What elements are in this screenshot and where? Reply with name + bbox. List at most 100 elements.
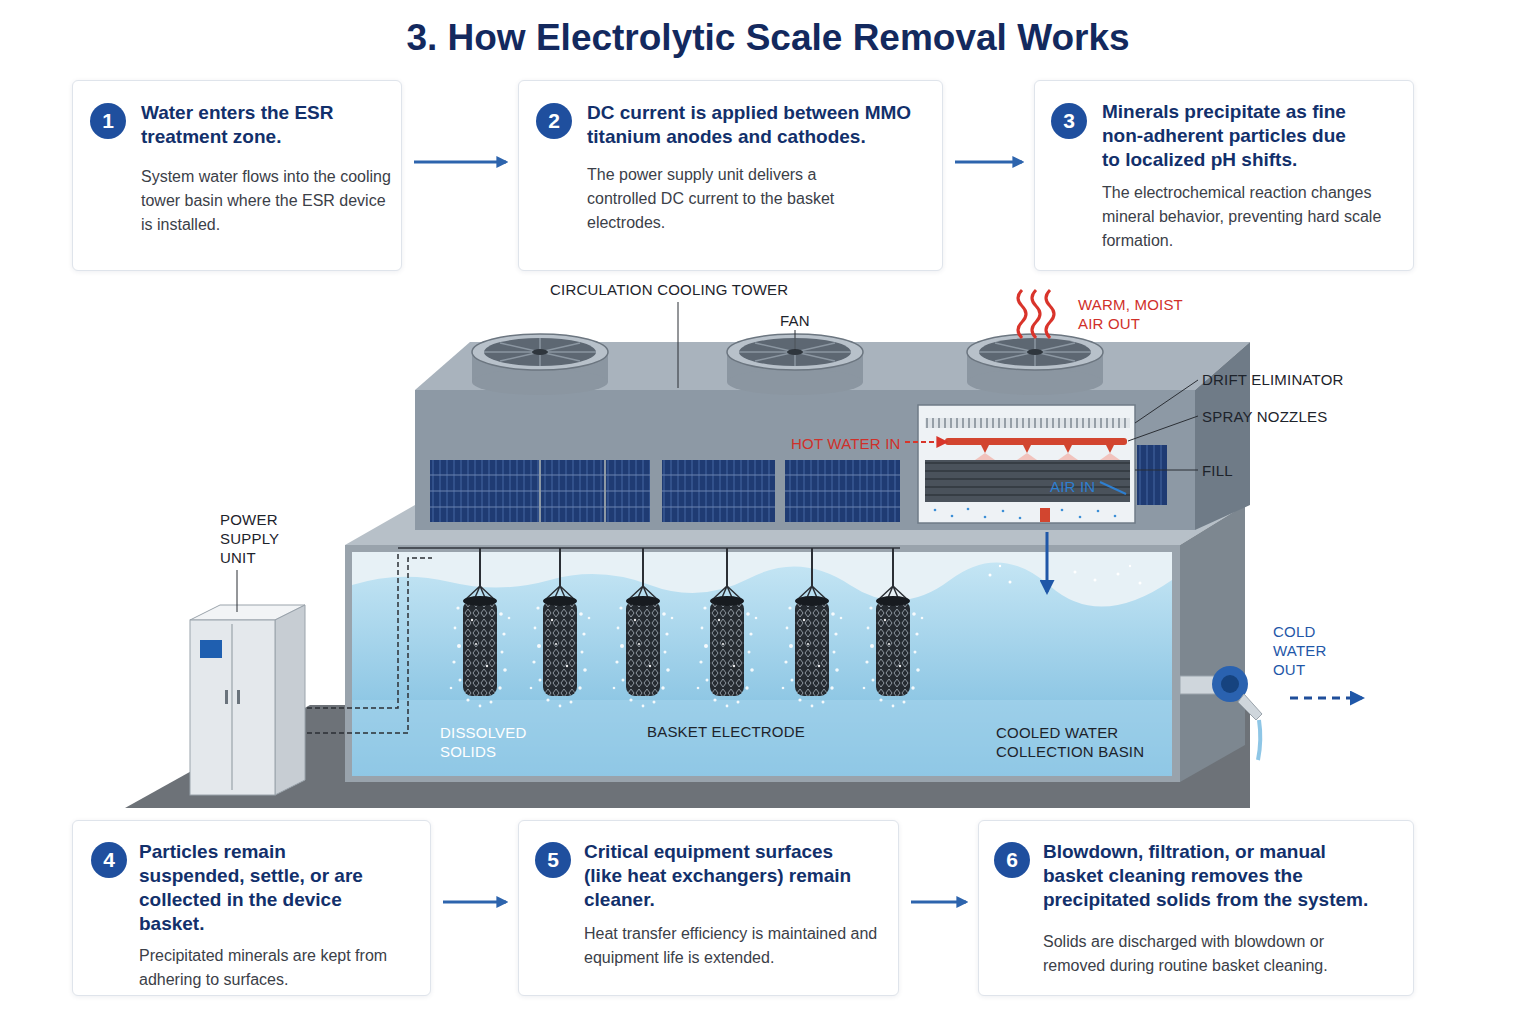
step-card: Blowdown, filtration, or manual basket c… (978, 820, 1414, 996)
fan-shroud (472, 369, 608, 395)
flow-arrow (911, 901, 966, 904)
part-label: CIRCULATION COOLING TOWER (550, 280, 788, 299)
cabinet-front (190, 620, 275, 795)
part-label: FAN (780, 311, 810, 330)
fan-hub (532, 349, 548, 355)
step-number: 2 (548, 109, 560, 133)
fan-hub (1027, 349, 1043, 355)
fan-blades (979, 338, 1091, 366)
outlet-spout (1238, 694, 1262, 720)
air-in-arrow (1100, 482, 1126, 494)
step-body: The electrochemical reaction changes min… (1102, 181, 1405, 253)
part-label: HOT WATER IN (791, 434, 901, 453)
callout-number: 2 (536, 103, 572, 139)
cabinet-handle (237, 690, 240, 704)
cabinet-screen (200, 640, 222, 658)
cold-water-arrow (1290, 697, 1362, 700)
tower-side (1195, 342, 1250, 530)
part-label: DISSOLVED SOLIDS (440, 723, 540, 761)
callout-number: 3 (1051, 103, 1087, 139)
step-heading: DC current is applied between MMO titani… (587, 101, 933, 149)
fan-grille (484, 338, 596, 366)
fan-shroud (727, 369, 863, 395)
basin-side (1180, 505, 1245, 782)
tower-front (415, 390, 1195, 530)
step-heading: Particles remain suspended, settle, or a… (139, 840, 394, 936)
step-body: System water flows into the cooling towe… (141, 165, 391, 237)
basket-electrode (863, 548, 924, 707)
step-card: Minerals precipitate as fine non-adheren… (1034, 80, 1414, 271)
basket-electrode (613, 548, 674, 707)
step-heading: Minerals precipitate as fine non-adheren… (1102, 100, 1367, 172)
fan-grille (979, 338, 1091, 366)
part-label: WARM, MOIST AIR OUT (1078, 295, 1200, 333)
leader-line (1135, 380, 1198, 423)
fan-rim (967, 334, 1103, 370)
splash-dots (989, 565, 1142, 585)
callout-number: 4 (91, 842, 127, 878)
flow-arrow (955, 161, 1022, 164)
cabinet-handle (225, 690, 228, 704)
step-card: Particles remain suspended, settle, or a… (72, 820, 431, 996)
pump-impeller (1221, 675, 1239, 693)
step-number: 4 (103, 848, 115, 872)
fan-blades (484, 338, 596, 366)
leader-line (237, 570, 238, 612)
outlet-stream (1258, 720, 1260, 760)
step-body: Solids are discharged with blowdown or r… (1043, 930, 1373, 978)
fan-stack (472, 334, 1103, 395)
diagram-title: 3. How Electrolytic Scale Removal Works (0, 15, 1536, 61)
part-label: FILL (1202, 461, 1233, 480)
warm-air-wave (1046, 290, 1054, 338)
cabinet-door-split (231, 624, 232, 790)
fill-media (925, 460, 1130, 502)
louver-rails (430, 475, 900, 507)
callout-number: 6 (994, 842, 1030, 878)
step-heading: Critical equipment surfaces (like heat e… (584, 840, 864, 912)
step-card: Critical equipment surfaces (like heat e… (518, 820, 899, 996)
flow-arrow (443, 901, 506, 904)
basket-electrode (782, 548, 843, 707)
step-heading: Blowdown, filtration, or manual basket c… (1043, 840, 1378, 912)
hot-water-pipe (945, 438, 1127, 445)
basket-electrode (530, 548, 591, 707)
leader-line (795, 330, 796, 350)
basin-frame (345, 545, 1180, 782)
step-card: DC current is applied between MMO titani… (518, 80, 943, 271)
step-number: 3 (1063, 109, 1075, 133)
drain-marker (1040, 508, 1050, 522)
step-heading: Water enters the ESR treatment zone. (141, 101, 336, 149)
water-fall-arrow (1046, 532, 1049, 592)
fan-shroud (967, 369, 1103, 395)
leader-line (678, 302, 679, 388)
step-number: 1 (102, 109, 114, 133)
step-body: Precipitated minerals are kept from adhe… (139, 944, 424, 992)
tower-cutaway (918, 405, 1135, 523)
step-body: Heat transfer efficiency is maintained a… (584, 922, 884, 970)
drift-eliminator (925, 418, 1130, 428)
water-front-band (352, 700, 1172, 776)
warm-air-wave (1018, 290, 1026, 338)
part-label: SPRAY NOZZLES (1202, 407, 1327, 426)
part-label: POWER SUPPLY UNIT (220, 510, 290, 567)
electrode-rail (398, 547, 900, 549)
side-louver (1137, 445, 1167, 505)
spray-cones (975, 453, 1120, 460)
step-card: Water enters the ESR treatment zone. Syst… (72, 80, 402, 271)
louver-divider (540, 460, 605, 522)
leader-line (1128, 416, 1198, 441)
part-label: BASKET ELECTRODE (647, 722, 805, 741)
water-droplets (934, 508, 1117, 520)
basket-electrode (450, 548, 511, 707)
leader-line (1135, 470, 1198, 471)
basket-electrode (697, 548, 758, 707)
hot-water-arrow (905, 441, 946, 443)
part-label: DRIFT ELIMINATOR (1202, 370, 1344, 389)
step-body: The power supply unit delivers a control… (587, 163, 887, 235)
flow-arrow (414, 161, 506, 164)
fan-rim (472, 334, 608, 370)
cabinet-side (275, 605, 305, 795)
spray-nozzles (981, 445, 1114, 453)
part-label: COLD WATER OUT (1273, 622, 1337, 679)
